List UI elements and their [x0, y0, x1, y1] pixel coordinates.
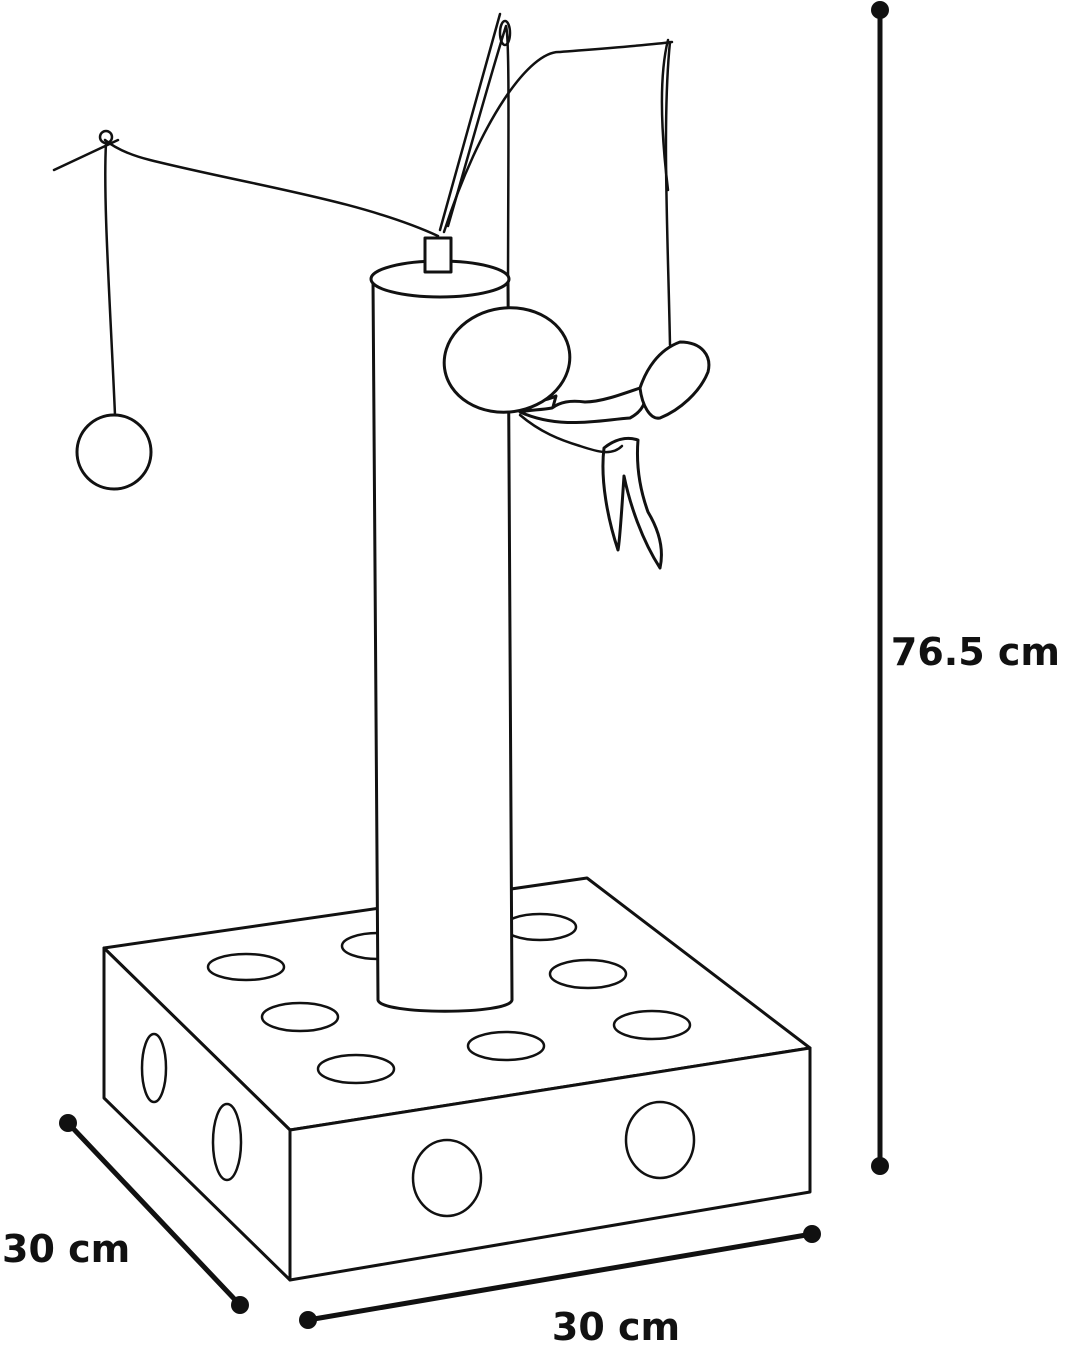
- side-hole: [140, 1032, 168, 1104]
- width-line: [305, 1231, 815, 1323]
- side-hole: [211, 1102, 243, 1182]
- toy-wing-lower: [601, 436, 663, 570]
- height-dimension: 76.5 cm: [871, 1, 1060, 1175]
- width-dot-end: [803, 1225, 821, 1243]
- toys: [75, 306, 711, 570]
- height-label: 76.5 cm: [891, 630, 1060, 674]
- front-hole: [624, 1100, 696, 1180]
- top-hole: [612, 1009, 692, 1041]
- depth-dimension: 30 cm: [2, 1114, 249, 1314]
- top-hole: [548, 958, 628, 990]
- right-rod: [442, 40, 674, 234]
- left-rod: [103, 138, 440, 238]
- height-dot-top: [871, 1, 889, 19]
- post-peg: [423, 236, 453, 274]
- toy-ball: [442, 306, 572, 414]
- depth-line: [65, 1120, 243, 1308]
- depth-dot-start: [59, 1114, 77, 1132]
- post-body: [371, 278, 514, 1013]
- center-wand-string: [446, 24, 510, 307]
- base-front-face: [288, 1046, 812, 1282]
- right-rod-tassel: [660, 38, 670, 192]
- height-dot-bottom: [871, 1157, 889, 1175]
- depth-dot-end: [231, 1296, 249, 1314]
- center-wand-loop: [498, 19, 512, 47]
- depth-label: 30 cm: [2, 1227, 130, 1271]
- left-ball-string: [104, 141, 117, 417]
- right-rod-string: [664, 40, 672, 347]
- front-hole: [411, 1138, 483, 1218]
- left-ball-toy: [75, 413, 153, 491]
- width-label: 30 cm: [552, 1305, 680, 1349]
- width-dimension: 30 cm: [299, 1225, 821, 1349]
- toy-body: [518, 386, 647, 425]
- toy-neck: [518, 413, 624, 454]
- top-hole: [260, 1001, 340, 1033]
- top-hole: [316, 1053, 396, 1085]
- top-hole: [206, 952, 286, 982]
- center-wand: [438, 12, 502, 232]
- width-dot-start: [299, 1311, 317, 1329]
- toy-strings: [52, 12, 674, 417]
- top-hole: [466, 1030, 546, 1062]
- toy-wing-upper: [638, 340, 711, 420]
- left-rod-tip: [52, 138, 120, 172]
- scratching-post: [369, 236, 514, 1013]
